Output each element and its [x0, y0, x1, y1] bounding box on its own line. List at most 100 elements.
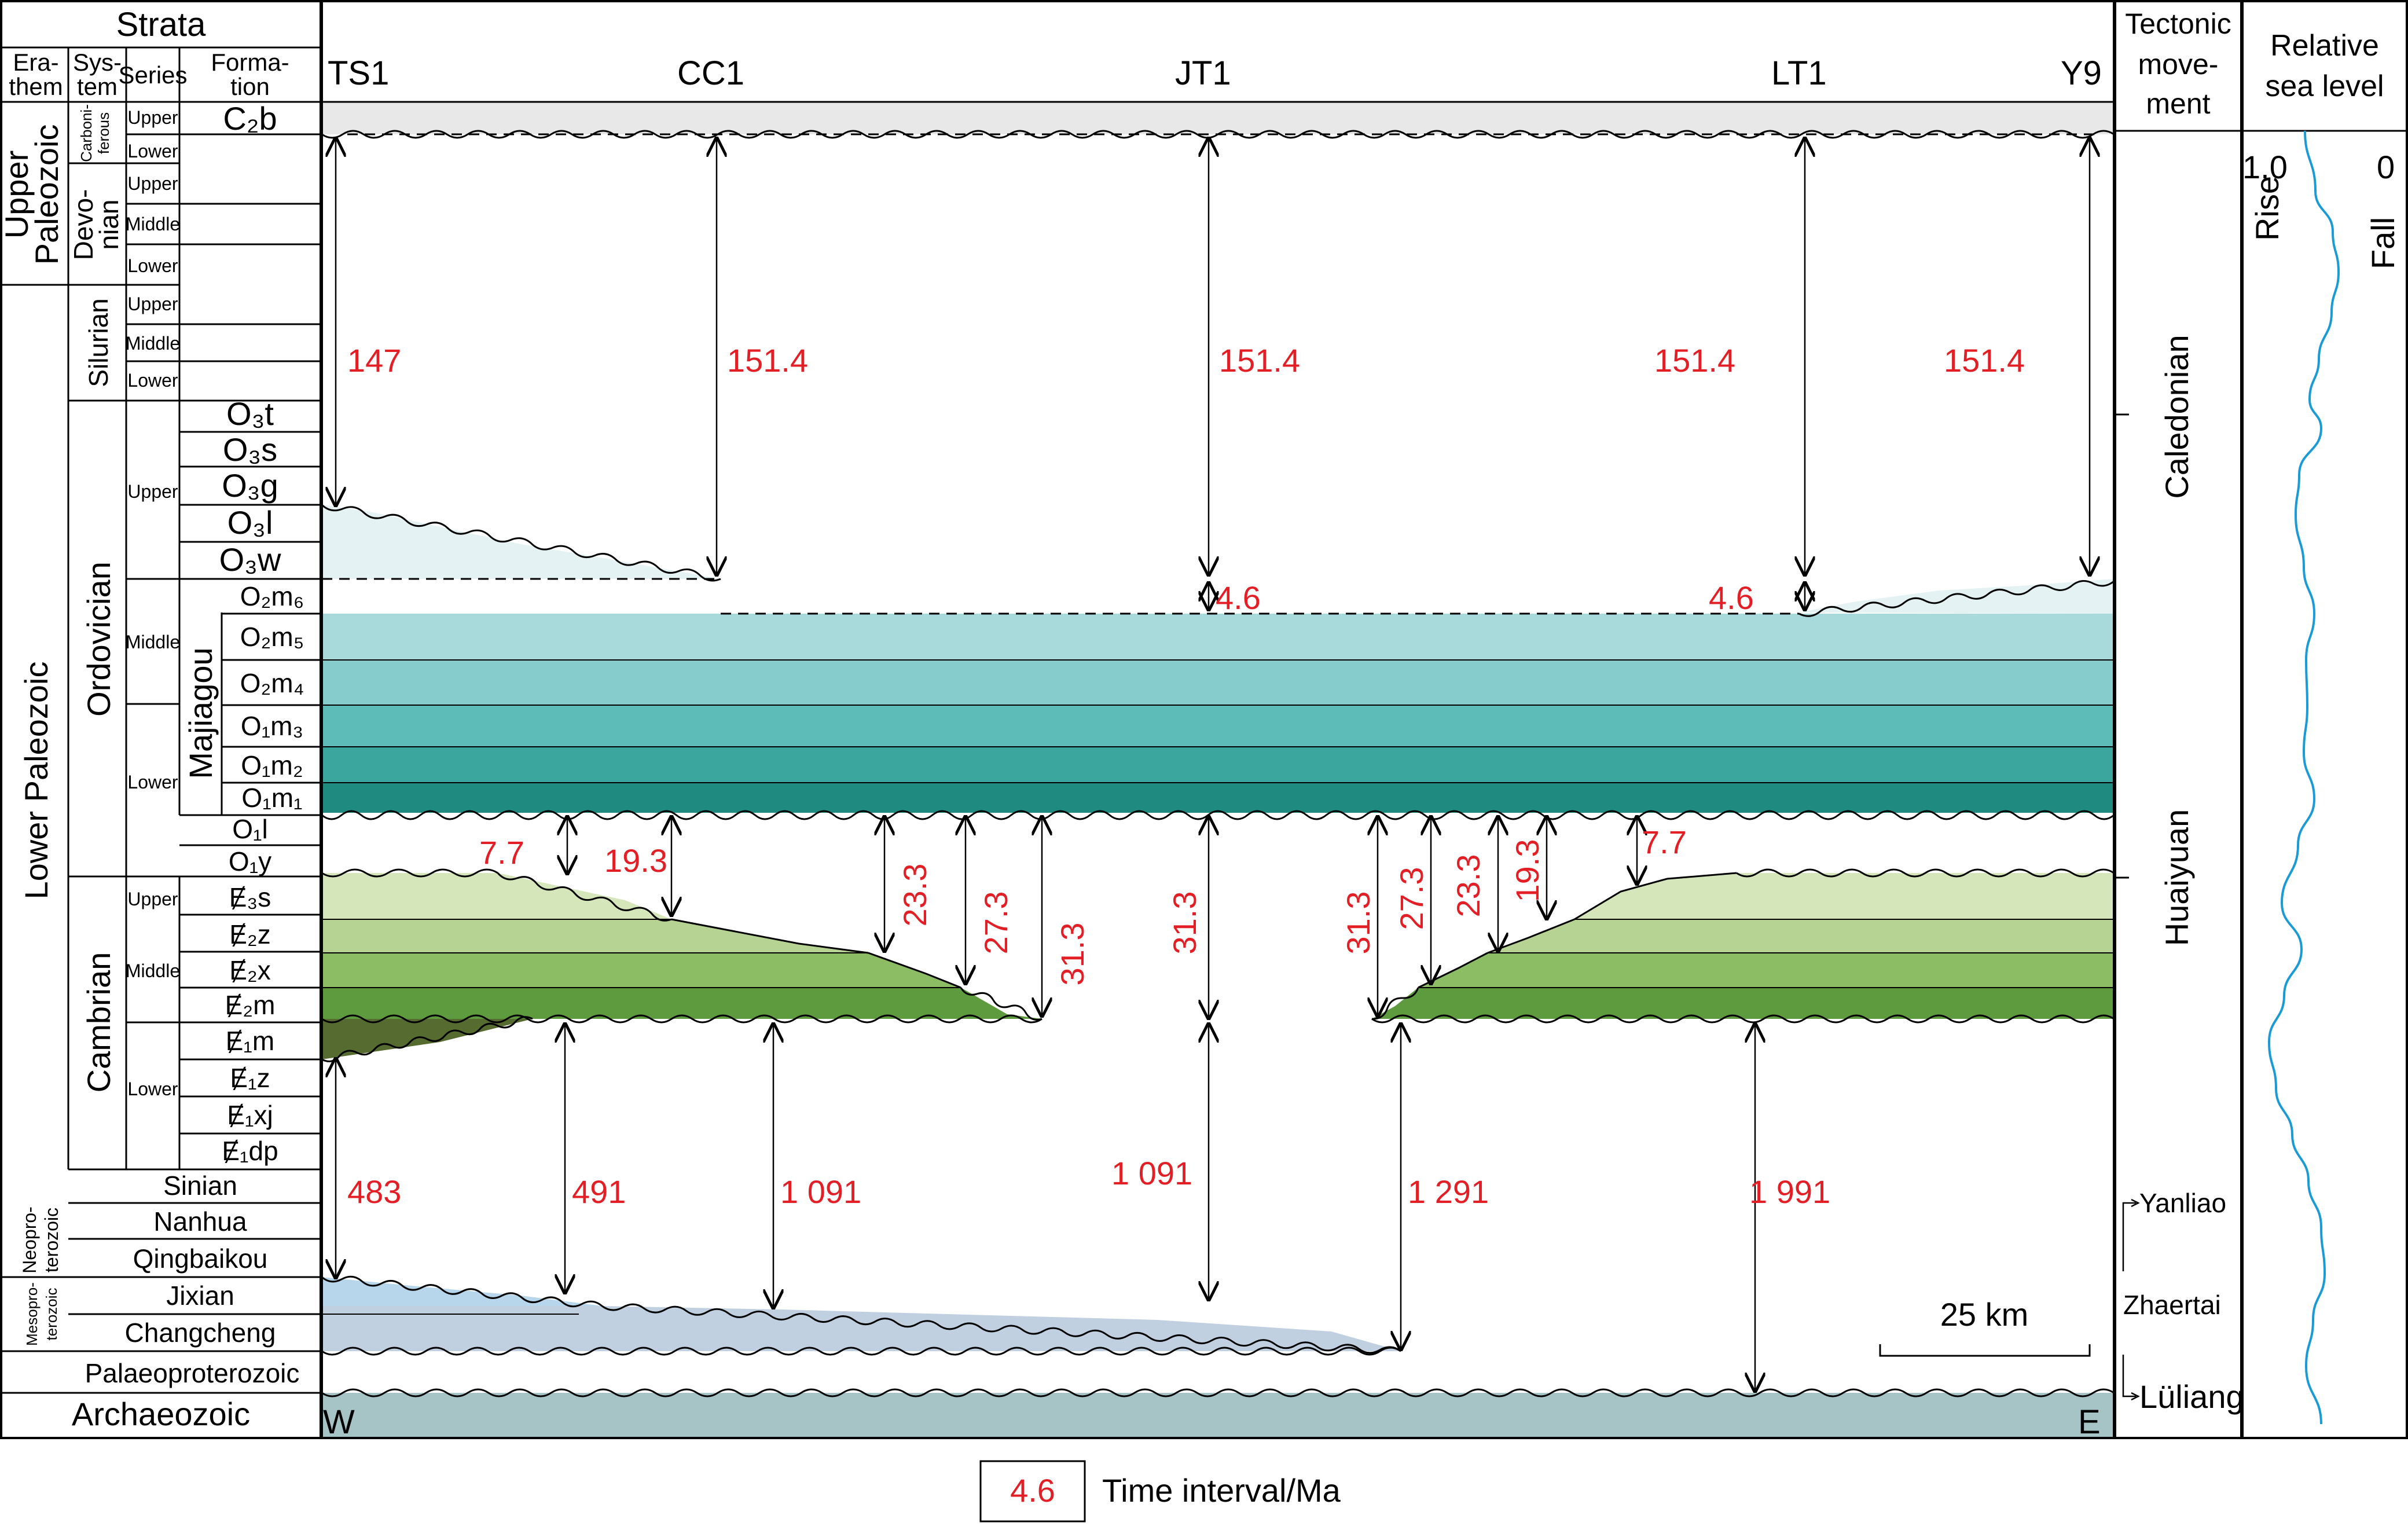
layer-fills — [322, 102, 2114, 1438]
formation-e1m: Ɇ₁m — [226, 1026, 275, 1056]
sinian-label: Sinian — [163, 1171, 237, 1201]
formation-e3s: Ɇ₃s — [229, 882, 271, 912]
system-labels: Carboni- ferous Devo- nian Silurian Ordo… — [68, 104, 276, 1348]
lower-paleozoic-label: Lower Paleozoic — [18, 662, 54, 900]
formation-o3l: O₃l — [227, 504, 273, 541]
interval-m6-lt1: 4.6 — [1709, 579, 1754, 616]
sea-level-header-1: Relative — [2270, 29, 2379, 63]
qingbaikou-label: Qingbaikou — [133, 1243, 268, 1274]
erathem-header-2: them — [9, 73, 63, 100]
interval-cam-5: 31.3 — [1054, 923, 1091, 986]
unconformity-wave — [1736, 868, 2115, 878]
formation-o1l: O₁l — [232, 814, 268, 844]
interval-cam-6: 31.3 — [1166, 892, 1203, 955]
formation-o1m3: O₁m₃ — [241, 711, 303, 741]
o2m4-layer — [322, 660, 2114, 705]
interval-top-jt1: 151.4 — [1219, 342, 1300, 379]
ord-upper-label: Upper — [127, 481, 178, 502]
archaeozoic-layer — [322, 1393, 2114, 1438]
formation-o1m2: O₁m₂ — [241, 750, 303, 780]
interval-cam-11: 7.7 — [1642, 824, 1687, 860]
upper-paleozoic-label-1: Upper — [0, 151, 35, 239]
interval-cam-4: 27.3 — [978, 892, 1014, 955]
unconformity-wave — [321, 1014, 1043, 1024]
tectonic-header-2: move- — [2138, 48, 2219, 80]
zhaertai-label: Zhaertai — [2123, 1290, 2221, 1320]
unconformity-wave — [1798, 580, 2115, 617]
interval-cam-7: 31.3 — [1340, 892, 1376, 955]
devonian-label-1: Devo- — [68, 189, 98, 261]
y9-o2m6-wedge — [1799, 579, 2114, 614]
well-jt1: JT1 — [1175, 54, 1231, 92]
sea-level-curve — [2267, 130, 2340, 1425]
scale-bar-label: 25 km — [1940, 1296, 2029, 1333]
mesoproterozoic-label-1: Mesopro- — [23, 1282, 41, 1346]
formation-o3t: O₃t — [226, 395, 274, 432]
sil-lower-label: Lower — [127, 370, 178, 391]
cam-upper-label: Upper — [127, 889, 178, 909]
formation-header-1: Forma- — [211, 49, 289, 76]
formation-c2b: C₂b — [223, 100, 277, 137]
well-labels: TS1 CC1 JT1 LT1 Y9 — [328, 54, 2102, 92]
formation-o1y: O₁y — [229, 846, 271, 876]
interval-cam-8: 27.3 — [1393, 867, 1430, 930]
well-lt1: LT1 — [1771, 54, 1827, 92]
archaeozoic-label: Archaeozoic — [72, 1396, 250, 1432]
cambrian-west-e3s — [322, 873, 671, 919]
sea-level-header-2: sea level — [2265, 69, 2384, 103]
cambrian-west-e2m — [322, 988, 1042, 1019]
changcheng-layer — [322, 1306, 1401, 1351]
cam-middle-label: Middle — [126, 960, 180, 981]
well-y9: Y9 — [2061, 54, 2102, 92]
interval-arrows — [336, 137, 2090, 1393]
interval-values: 147 151.4 151.4 151.4 151.4 4.6 4.6 7.7 … — [347, 342, 2025, 1210]
silurian-label: Silurian — [83, 298, 113, 387]
unconformity-wave — [321, 1388, 2115, 1397]
formation-o2m4: O₂m₄ — [240, 668, 304, 698]
o1m2-layer — [322, 747, 2114, 783]
formation-header-2: tion — [230, 73, 270, 100]
luliang-label: Lüliang — [2139, 1378, 2244, 1415]
interval-top-cc1: 151.4 — [727, 342, 808, 379]
sea-level-tick-min: 0 — [2377, 149, 2395, 185]
tectonic-column: Tectonic move- ment Caledonian Huaiyuan … — [2114, 0, 2244, 1439]
formation-o3g: O₃g — [222, 467, 278, 504]
palaeoproterozoic-layer — [322, 1351, 2114, 1393]
neoproterozoic-label-1: Neopro- — [19, 1206, 40, 1274]
west-label: W — [323, 1403, 355, 1441]
legend-label: Time interval/Ma — [1102, 1472, 1341, 1509]
interval-cam-1: 7.7 — [479, 834, 524, 871]
cambrian-west-e2z — [322, 919, 868, 953]
formation-e1dp: Ɇ₁dp — [222, 1136, 278, 1166]
mesoproterozoic-label-2: terozoic — [43, 1287, 60, 1340]
cambrian-east-e2z — [1488, 919, 2114, 953]
formation-e1xj: Ɇ₁xj — [227, 1100, 273, 1130]
dashed-lines — [322, 133, 2095, 615]
formation-labels: C₂b O₃t O₃s O₃g O₃l O₃w Majiagou O₂m₆ O₂… — [182, 100, 304, 1166]
ts1-upper-ordovician-wedge — [322, 505, 721, 579]
formation-e2m: Ɇ₂m — [225, 990, 276, 1020]
legend-sample-value: 4.6 — [1010, 1472, 1055, 1509]
cambrian-east-e2m — [1372, 988, 2114, 1019]
series-header: Series — [118, 61, 187, 89]
sea-level-tick-max: 1.0 — [2242, 149, 2288, 185]
interval-base-6: 1 991 — [1749, 1173, 1830, 1210]
unconformity-wave — [321, 810, 2115, 820]
cambrian-east-e2x — [1418, 953, 2114, 988]
tectonic-header-1: Tectonic — [2125, 8, 2231, 40]
east-label: E — [2078, 1403, 2101, 1441]
o1m3-layer — [322, 705, 2114, 747]
interval-base-3: 1 091 — [780, 1173, 861, 1210]
unconformity-wave — [1371, 1014, 2115, 1024]
interval-base-jt1: 1 091 — [1111, 1155, 1192, 1191]
dev-upper-label: Upper — [127, 173, 178, 194]
interval-top-ts1: 147 — [347, 342, 401, 379]
interval-cam-2: 19.3 — [604, 842, 667, 879]
sil-middle-label: Middle — [126, 333, 180, 354]
unconformity-wave — [321, 868, 498, 878]
interval-base-5: 1 291 — [1408, 1173, 1489, 1210]
sil-upper-label: Upper — [127, 294, 178, 314]
upper-paleozoic-label-2: Paleozoic — [28, 124, 65, 265]
interval-base-ts1: 483 — [347, 1173, 401, 1210]
